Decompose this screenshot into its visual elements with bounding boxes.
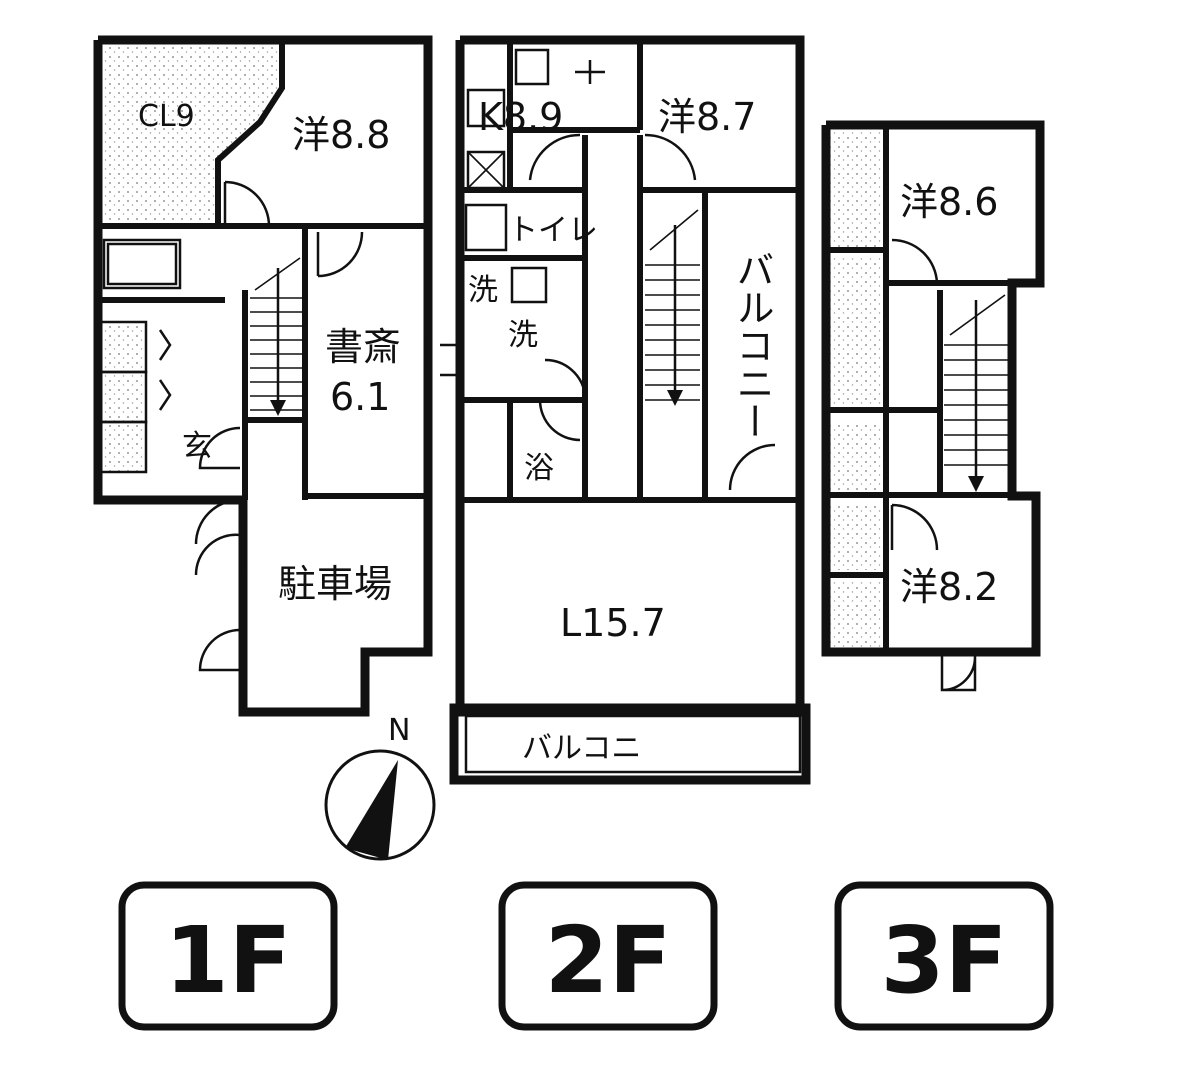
storage-area: [100, 322, 145, 472]
storage-area: [830, 425, 882, 490]
compass: N: [324, 713, 436, 861]
floor-3f-box: [834, 881, 1054, 1031]
window: [440, 343, 460, 377]
door-kitchen: [528, 133, 581, 181]
room-closet-label: CL9: [138, 99, 195, 134]
floor-2f-box: [498, 881, 718, 1031]
stairs-1f: [250, 257, 302, 416]
room-western-3f-lower-label: 洋8.2: [900, 565, 998, 609]
room-bath-label: 浴: [524, 451, 554, 486]
stairs-2f: [645, 209, 700, 406]
room-western-2f-label: 洋8.7: [658, 95, 756, 139]
storage-area: [830, 580, 882, 650]
compass-circle-icon: [324, 749, 436, 861]
room-wash-machine-label: 洗: [468, 273, 498, 308]
stairs-3f: [944, 294, 1008, 492]
floor-3f-plan: 洋8.6 洋8.2: [821, 120, 1045, 692]
room-western-3f-upper-label: 洋8.6: [900, 180, 998, 224]
floor-2f-label: 2F: [545, 907, 672, 1014]
room-parking-label: 駐車場: [278, 562, 392, 606]
floor-1f-outer-wall: [93, 35, 433, 717]
floor-labels: 1F 2F 3F: [118, 881, 1054, 1031]
floor-1f-label: 1F: [165, 907, 292, 1014]
floor-1f-plan: CL9 洋8.8 書斎 6.1 駐車場 玄: [93, 35, 433, 717]
stove: [514, 48, 550, 86]
floor-2f-plan: K8.9 洋8.7 トイレ 洗 洗 浴 L15.7 バルコニー バルコニ: [440, 35, 811, 785]
room-living-label: L15.7: [560, 601, 666, 645]
storage-area: [830, 130, 882, 248]
shoe-cabinet-inner: [106, 242, 178, 286]
balcony-front-inner: [464, 714, 802, 774]
door-3f-balcony: [940, 652, 977, 692]
floor-1f-box: [118, 881, 338, 1031]
door-entrance-inner: [198, 426, 241, 470]
room-study-size: 6.1: [330, 375, 390, 419]
door-parking: [198, 628, 241, 672]
door-western-2f: [644, 133, 697, 181]
shoe-cabinet: [102, 238, 182, 290]
room-washroom-label: 洗: [508, 318, 538, 353]
balcony-front-label: バルコニ: [522, 731, 641, 766]
storage-area: [830, 505, 882, 570]
door-washroom: [544, 358, 587, 396]
room-study-label: 書斎: [325, 325, 401, 369]
door-western-3f-upper: [891, 238, 939, 284]
room-entrance-label: 玄: [182, 429, 212, 464]
door-balcony-side: [728, 443, 776, 491]
north-arrow-icon: [345, 760, 398, 860]
toilet-fixture: [464, 203, 508, 252]
sink: [466, 88, 506, 128]
compass-north-label: N: [388, 713, 410, 748]
door-study: [316, 231, 364, 278]
floor-3f-label: 3F: [881, 907, 1008, 1014]
balcony-front-wall: [449, 703, 811, 785]
room-western-1f-label: 洋8.8: [292, 113, 390, 157]
balcony-side-label: バルコニー: [730, 250, 774, 440]
closet-wall: [215, 42, 285, 226]
range-hood: [575, 60, 605, 84]
door-western-3f-lower: [890, 503, 939, 551]
door-western-1f: [223, 180, 271, 227]
washer-fixture: [510, 266, 548, 304]
storage-box: [98, 420, 148, 474]
door-bath: [538, 399, 581, 442]
storage-area: [830, 258, 882, 408]
door-entrance: [194, 498, 242, 576]
room-toilet-label: トイレ: [508, 213, 598, 248]
closet-area: [100, 45, 282, 222]
room-kitchen-label: K8.9: [478, 95, 563, 139]
storage-doors: [158, 329, 172, 411]
